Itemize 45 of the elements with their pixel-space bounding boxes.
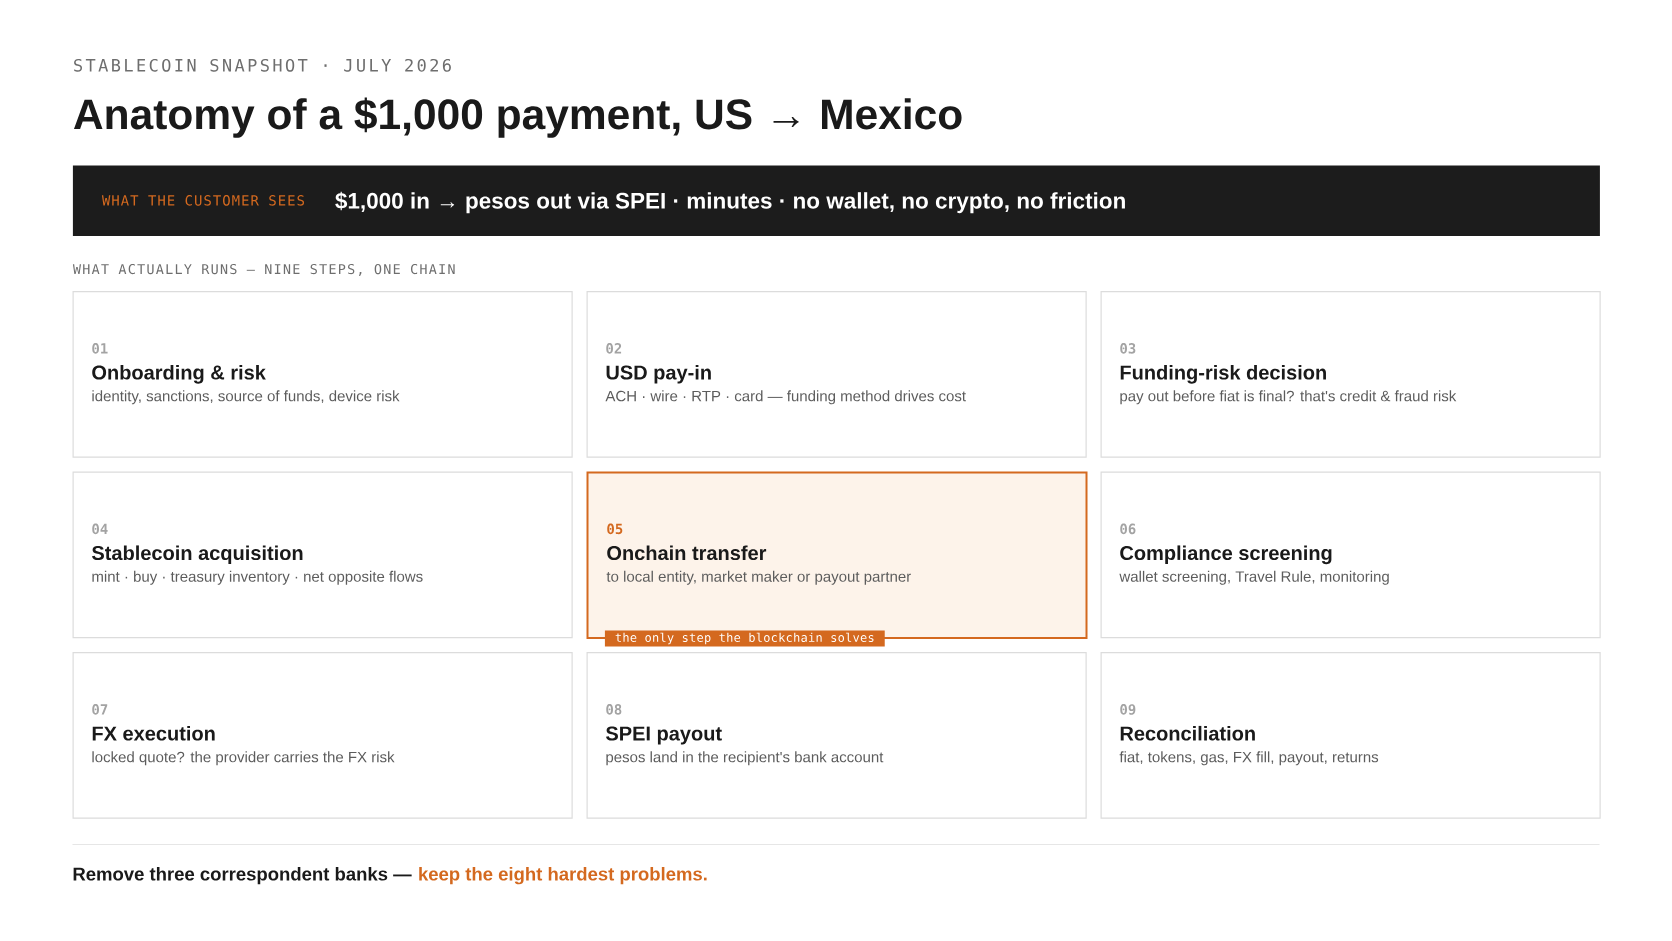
step-description: mint · buy · treasury inventory · net opposite flows [92, 570, 423, 585]
step-description: locked quote? the provider carries the FX risk [92, 751, 395, 766]
tag: the only step the blockchain solves [604, 630, 885, 647]
step-card [72, 291, 573, 458]
step-description: to local entity, market maker or payout partner [606, 570, 911, 585]
step-description: pay out before fiat is final? that's credit & fraud risk [1120, 390, 1457, 405]
step-title: Onboarding & risk [92, 364, 266, 384]
step-number: 09 [1120, 704, 1136, 715]
banner-text: $1,000 in → pesos out via SPEI · minutes · no wallet, no crypto, no friction [335, 191, 1125, 214]
step-number: 08 [606, 704, 622, 715]
step-card [1100, 652, 1601, 819]
eyebrow-label: STABLECOIN SNAPSHOT · JULY 2026 [74, 58, 451, 72]
step-card [586, 291, 1087, 458]
step-number: 04 [92, 523, 108, 535]
step-description: pesos land in the recipient's bank account [606, 751, 884, 766]
section-label: WHAT ACTUALLY RUNS — NINE STEPS, ONE CHAIN [72, 264, 455, 276]
step-description: identity, sanctions, source of funds, device risk [92, 390, 400, 405]
step-title: Stablecoin acquisition [91, 545, 303, 565]
title: Anatomy of a $1,000 payment, US → Mexico [73, 97, 962, 138]
step-description: fiat, tokens, gas, FX fill, payout, returns [1119, 751, 1379, 766]
step-number: 05 [607, 523, 623, 535]
step-description: ACH · wire · RTP · card — funding method drives cost [605, 390, 966, 405]
banner [72, 165, 1600, 236]
step-number: 02 [606, 343, 622, 354]
step-title: Compliance screening [1120, 545, 1332, 565]
footer-text: Remove three correspondent banks — [73, 866, 412, 885]
step-title: SPEI payout [605, 726, 722, 745]
step-title: Onchain transfer [607, 545, 767, 561]
step-title: FX execution [92, 725, 215, 741]
banner-label: WHAT THE CUSTOMER SEES [101, 195, 305, 206]
step-number: 01 [92, 343, 108, 354]
step-description: wallet screening, Travel Rule, monitoring [1119, 570, 1389, 585]
step-card [586, 471, 1088, 647]
step-number: 07 [92, 704, 108, 715]
step-card [1100, 291, 1601, 458]
step-card [72, 471, 573, 639]
step-card [72, 652, 573, 819]
step-card [586, 652, 1087, 819]
step-number: 06 [1120, 523, 1136, 535]
step-title: Funding-risk decision [1120, 364, 1326, 384]
step-title: Reconciliation [1120, 725, 1255, 741]
step-card [1100, 471, 1601, 639]
step-title: USD pay-in [606, 364, 711, 384]
footer-highlight: keep the eight hardest problems. [419, 866, 707, 885]
step-number: 03 [1120, 343, 1136, 354]
